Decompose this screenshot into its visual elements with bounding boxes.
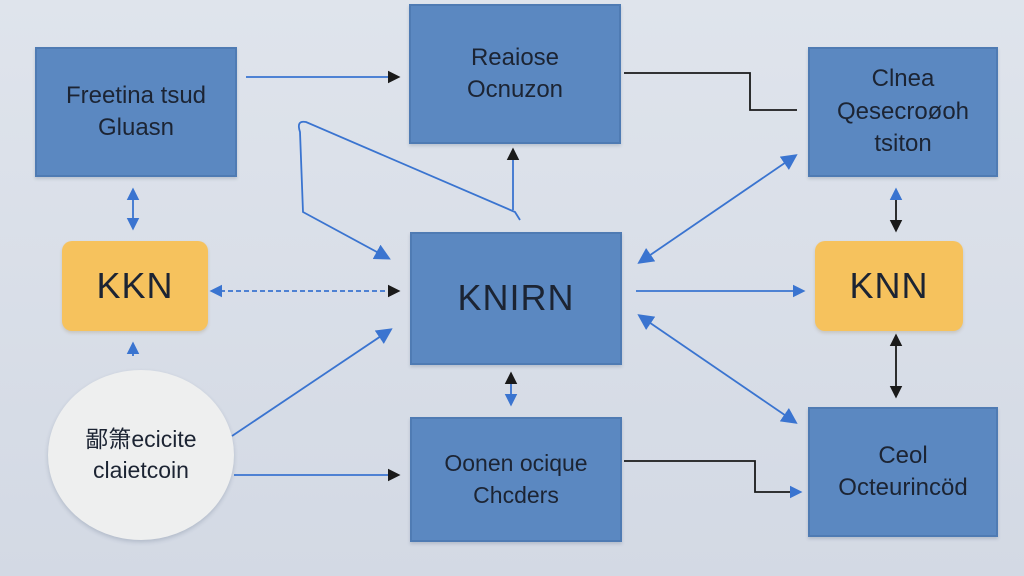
node-top-center: Reaiose Ocnuzon bbox=[409, 4, 621, 144]
node-top-left-line-2: Gluasn bbox=[97, 114, 175, 141]
node-center-label: KNIRN bbox=[457, 277, 575, 319]
node-top-right-line-2: Qesecroøoh bbox=[836, 97, 970, 125]
connector-topcenter-to-topright bbox=[624, 72, 797, 111]
node-bottom-right-line-1: Ceol bbox=[878, 441, 928, 469]
node-mid-left: KKN bbox=[62, 241, 208, 331]
node-top-center-line-2: Ocnuzon bbox=[466, 76, 564, 103]
node-bottom-center: Oonen ocique Chcders bbox=[410, 417, 622, 542]
node-circle-line-2: claietcoin bbox=[93, 457, 189, 483]
node-top-left: Freetina tsud Gluasn bbox=[35, 47, 237, 177]
node-top-right-line-3: tsiton bbox=[874, 130, 932, 158]
node-circle-line-1: 鄙箫ecicite bbox=[85, 425, 197, 452]
node-top-center-line-1: Reaiose bbox=[470, 43, 560, 71]
arrow-center-bottomright bbox=[637, 314, 798, 424]
arrow-loop-to-center bbox=[297, 120, 521, 260]
arrow-circle-center bbox=[231, 328, 393, 437]
node-mid-right-label: KNN bbox=[849, 264, 929, 306]
connector-bottomcenter-bottomright bbox=[624, 460, 803, 499]
node-center: KNIRN bbox=[410, 232, 622, 365]
node-bottom-center-line-2: Chcders bbox=[473, 481, 559, 508]
node-top-right-line-1: Clnea bbox=[871, 65, 935, 93]
node-mid-right: KNN bbox=[815, 241, 963, 331]
node-bottom-right-line-2: Octeurincöd bbox=[838, 474, 968, 501]
node-bottom-left-circle: 鄙箫ecicite claietcoin bbox=[48, 370, 234, 540]
node-mid-left-label: KKN bbox=[96, 264, 174, 306]
node-top-left-line-1: Freetina tsud bbox=[65, 81, 207, 109]
node-top-right: Clnea Qesecroøoh tsiton bbox=[808, 47, 998, 177]
node-bottom-center-line-1: Oonen ocique bbox=[444, 450, 588, 477]
arrow-center-topright bbox=[637, 154, 798, 264]
node-bottom-right: Ceol Octeurincöd bbox=[808, 407, 998, 537]
